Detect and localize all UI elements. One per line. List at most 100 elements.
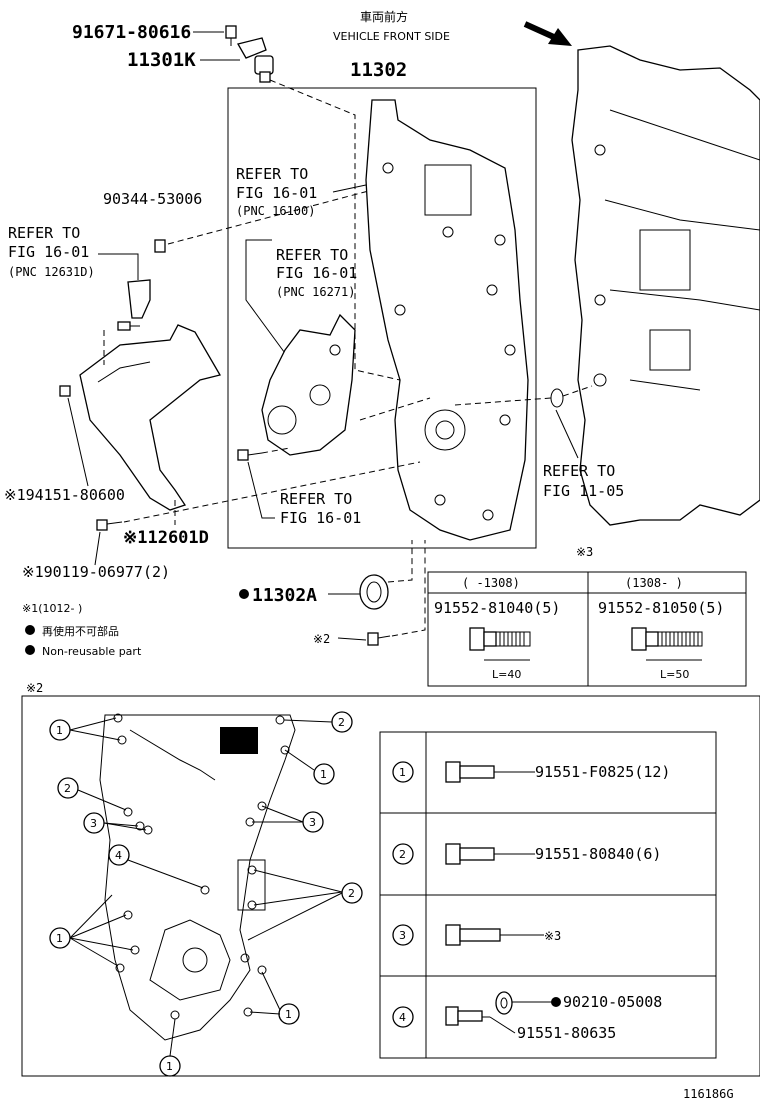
svg-text:1: 1 xyxy=(56,724,63,737)
bolt-left-icon xyxy=(117,321,140,331)
section2-mark: ※2 xyxy=(26,681,43,695)
svg-text:REFER TO: REFER TO xyxy=(543,462,615,480)
svg-text:2: 2 xyxy=(348,887,355,900)
o-ring-icon xyxy=(550,388,564,408)
table3-col1-part[interactable]: 91552-81040(5) xyxy=(434,599,560,617)
ref-fig-16-01-bolt[interactable]: REFER TO FIG 16-01 xyxy=(280,490,361,527)
svg-text:1: 1 xyxy=(166,1060,173,1073)
bolt-91551-f0825-icon xyxy=(445,761,495,783)
ref-fig-16-01-pnc-16271[interactable]: REFER TO FIG 16-01 (PNC 16271) xyxy=(276,246,357,299)
bolt-legend-table: 1 91551-F0825(12) 2 91551-80840(6) 3 ※3 … xyxy=(379,731,717,1059)
callout-1-icon: 1 xyxy=(313,763,335,785)
callout-2-icon: 2 xyxy=(331,711,353,733)
table3-mark: ※3 xyxy=(576,545,593,559)
oil-seal-icon xyxy=(359,574,389,610)
bolt-91671-icon xyxy=(225,25,237,46)
note-non-reusable-jp: 再使用不可部品 xyxy=(42,624,119,638)
svg-text:1: 1 xyxy=(320,768,327,781)
ref-fig-11-05[interactable]: REFER TO FIG 11-05 xyxy=(543,462,624,500)
label-12601d[interactable]: ※112601D xyxy=(123,528,209,548)
direction-jp: 車両前方 xyxy=(360,9,408,24)
dot-bullet-icon xyxy=(25,645,35,655)
svg-text:REFER TO: REFER TO xyxy=(280,490,352,508)
bolt-94151-icon xyxy=(59,385,71,397)
timing-cover-box xyxy=(227,87,537,549)
legend-part-3: ※3 xyxy=(544,929,561,943)
label-note2-bolt[interactable]: ※2 xyxy=(313,632,330,646)
svg-text:3: 3 xyxy=(309,816,316,829)
legend-row-1[interactable]: 1 91551-F0825(12) xyxy=(392,761,670,783)
legend-row-3[interactable]: 3 ※3 xyxy=(392,924,561,946)
svg-text:FIG 16-01: FIG 16-01 xyxy=(236,184,317,202)
label-11301k[interactable]: 11301K xyxy=(127,49,196,71)
svg-text:FIG 16-01: FIG 16-01 xyxy=(8,243,89,261)
bolt-refer-icon xyxy=(237,449,263,461)
svg-text:3: 3 xyxy=(399,929,406,942)
svg-text:REFER TO: REFER TO xyxy=(276,246,348,264)
svg-text:2: 2 xyxy=(399,848,406,861)
bolt-note3-icon xyxy=(445,924,501,946)
label-90119-06977[interactable]: ※190119-06977(2) xyxy=(22,563,170,581)
legend-row-4[interactable]: 4 90210-05008 91551-80635 xyxy=(392,991,662,1042)
label-94151-80600[interactable]: ※194151-80600 xyxy=(4,486,125,504)
legend-part-4a: 91551-80635 xyxy=(517,1024,616,1042)
non-reusable-dot-icon xyxy=(239,589,249,599)
svg-text:(PNC 12631D): (PNC 12631D) xyxy=(8,265,95,279)
non-reusable-dot-icon xyxy=(551,997,561,1007)
svg-text:4: 4 xyxy=(399,1011,406,1024)
insulator-icon xyxy=(79,324,221,511)
nut-90344-icon xyxy=(154,239,166,253)
table3-col1-head: ( -1308) xyxy=(462,576,520,590)
ref-fig-16-01-pnc-12631d[interactable]: REFER TO FIG 16-01 (PNC 12631D) xyxy=(8,224,95,279)
legend-part-1: 91551-F0825(12) xyxy=(535,763,670,781)
engine-block-icon xyxy=(571,45,760,526)
callout-3-icon: 3 xyxy=(302,811,324,833)
dot-bullet-icon xyxy=(25,625,35,635)
table3-col2-len: L=50 xyxy=(660,668,689,681)
water-pump-icon xyxy=(261,313,356,456)
legend-row-2[interactable]: 2 91551-80840(6) xyxy=(392,843,661,865)
svg-text:3: 3 xyxy=(90,817,97,830)
label-11302a[interactable]: 11302A xyxy=(252,585,317,606)
svg-text:1: 1 xyxy=(399,766,406,779)
ref-fig-16-01-pnc-16100[interactable]: REFER TO FIG 16-01 (PNC 16100) xyxy=(236,165,317,218)
section2-box xyxy=(21,695,760,1077)
callout-3-icon: 3 xyxy=(83,812,105,834)
bolt-91551-80840-icon xyxy=(445,843,495,865)
callout-4-icon: 4 xyxy=(108,844,130,866)
bolt-l40-icon xyxy=(469,627,531,661)
svg-text:1: 1 xyxy=(285,1008,292,1021)
callout-1-icon: 1 xyxy=(159,1055,181,1077)
svg-text:REFER TO: REFER TO xyxy=(236,165,308,183)
legend-part-4b: 90210-05008 xyxy=(563,993,662,1011)
callout-1-icon: 1 xyxy=(49,927,71,949)
bolt-90119-icon xyxy=(96,519,123,531)
svg-text:4: 4 xyxy=(115,849,122,862)
svg-text:FIG 16-01: FIG 16-01 xyxy=(276,264,357,282)
svg-text:2: 2 xyxy=(64,782,71,795)
svg-text:FIG 11-05: FIG 11-05 xyxy=(543,482,624,500)
label-11302[interactable]: 11302 xyxy=(350,59,407,81)
callout-1-icon: 1 xyxy=(278,1003,300,1025)
figure-code: 116186G xyxy=(683,1087,734,1101)
svg-text:1: 1 xyxy=(56,932,63,945)
label-91671-80616[interactable]: 91671-80616 xyxy=(72,22,191,43)
table3-col2-part[interactable]: 91552-81050(5) xyxy=(598,599,724,617)
bolt-l50-icon xyxy=(631,627,703,661)
bolt-note2-icon xyxy=(367,632,391,646)
callout-2-icon: 2 xyxy=(57,777,79,799)
svg-text:(PNC 16271): (PNC 16271) xyxy=(276,285,355,299)
timing-chain-cover-icon xyxy=(365,99,529,541)
washer-icon xyxy=(495,991,513,1015)
bolt-91551-80635-icon xyxy=(445,1006,483,1026)
table3-col1-len: L=40 xyxy=(492,668,521,681)
label-90344-53006[interactable]: 90344-53006 xyxy=(103,190,202,208)
note-non-reusable-en: Non-reusable part xyxy=(42,645,142,658)
svg-text:2: 2 xyxy=(338,716,345,729)
legend-part-2: 91551-80840(6) xyxy=(535,845,661,863)
bracket-icon xyxy=(127,279,151,319)
crank-sensor-icon xyxy=(237,37,274,83)
callout-1-icon: 1 xyxy=(49,719,71,741)
svg-text:REFER TO: REFER TO xyxy=(8,224,80,242)
